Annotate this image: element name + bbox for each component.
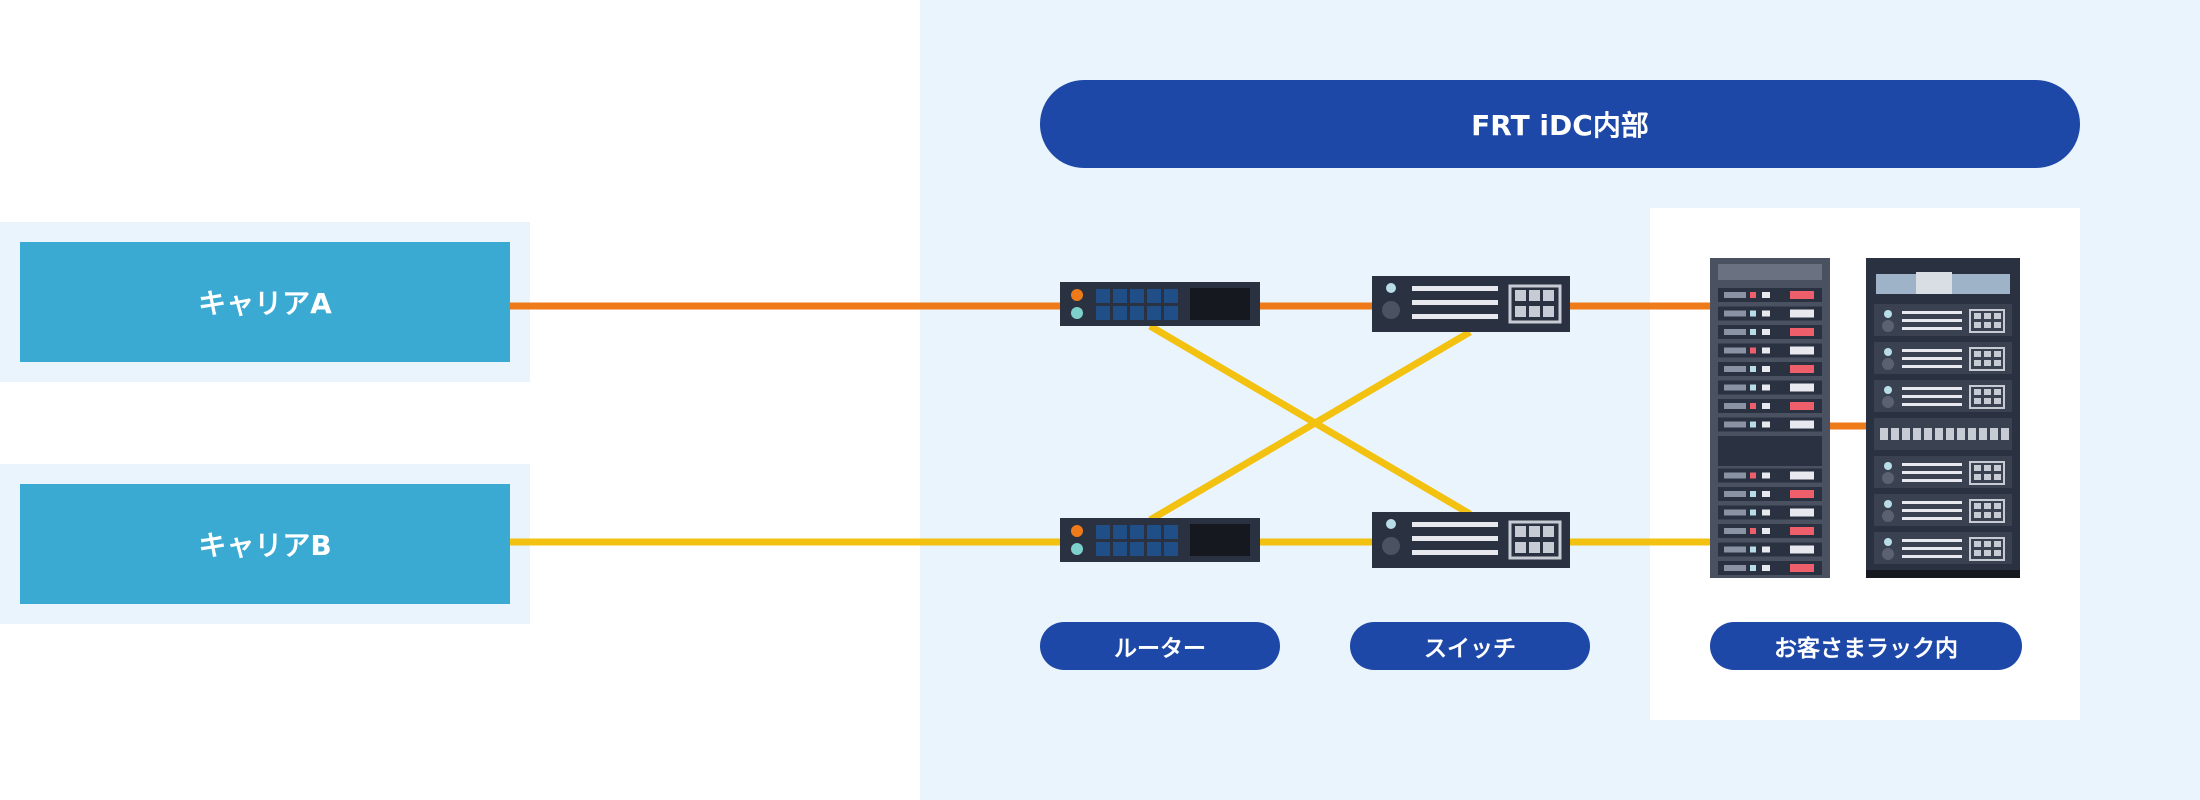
rack-2-server-unit (1874, 456, 2012, 488)
idc-title: FRT iDC内部 (1040, 80, 2080, 168)
rack-1-server-unit (1718, 343, 1822, 358)
connection-lines (510, 302, 1868, 546)
carrier-b-panel: キャリアB (0, 464, 530, 624)
rack-1-storage-unit (1718, 436, 1822, 466)
rack-1-server-unit (1718, 417, 1822, 432)
rack-2-server-unit (1874, 380, 2012, 412)
rack-2-server-unit (1874, 342, 2012, 374)
carrier-a-panel: キャリアA (0, 222, 530, 382)
server-rack-1-icon (1710, 258, 1830, 578)
rack-1-server-unit (1718, 380, 1822, 395)
rack-1-units (1718, 288, 1822, 575)
cross-link-router-b-switch-a (1148, 328, 1472, 524)
cross-link-router-a-switch-b (1148, 322, 1472, 518)
rack-2-server-unit (1874, 304, 2012, 336)
rack-1-server-unit (1718, 399, 1822, 413)
rack-1-server-unit (1718, 542, 1822, 557)
rack-2-server-unit (1874, 532, 2012, 564)
switch-b-icon (1372, 512, 1570, 568)
rack-2-server-unit (1874, 418, 2012, 450)
rack-2-server-unit (1874, 494, 2012, 526)
rack-2-units (1874, 304, 2012, 564)
router-b-icon (1060, 518, 1260, 562)
carrier-a-label: キャリアA (20, 242, 510, 362)
rack-1-server-unit (1718, 487, 1822, 501)
router-a-icon (1060, 282, 1260, 326)
rack-1-server-unit (1718, 524, 1822, 538)
carrier-b-label: キャリアB (20, 484, 510, 604)
rack-1-server-unit (1718, 468, 1822, 483)
rack-1-server-unit (1718, 362, 1822, 376)
rack-label: お客さまラック内 (1710, 622, 2022, 670)
switch-label: スイッチ (1350, 622, 1590, 670)
rack-1-server-unit (1718, 288, 1822, 302)
switch-a-icon (1372, 276, 1570, 332)
router-label: ルーター (1040, 622, 1280, 670)
rack-1-server-unit (1718, 505, 1822, 520)
server-rack-2-icon (1866, 258, 2020, 578)
rack-1-server-unit (1718, 325, 1822, 339)
rack-1-server-unit (1718, 561, 1822, 575)
rack-1-server-unit (1718, 306, 1822, 321)
